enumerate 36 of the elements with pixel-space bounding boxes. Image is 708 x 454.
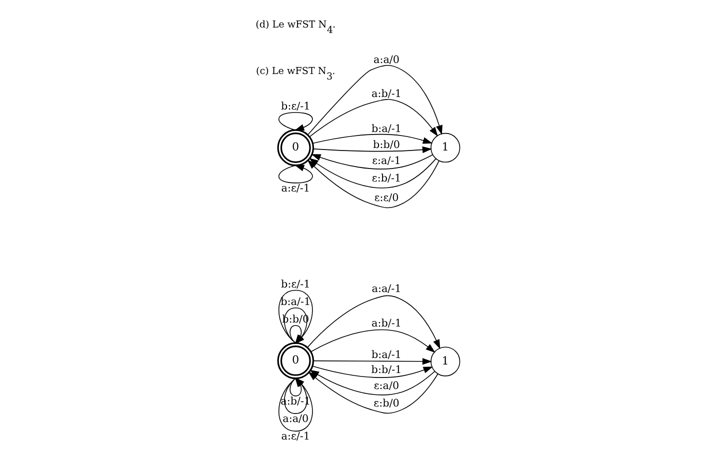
arrow	[278, 112, 312, 131]
arrow	[306, 295, 440, 350]
edge-label: ε:b/-1	[371, 172, 401, 185]
arrow	[310, 154, 432, 170]
edge-label: b:ε/-1	[280, 100, 310, 113]
edge-label: ε:b/0	[373, 398, 399, 410]
arrow	[278, 164, 312, 184]
arrow	[307, 64, 442, 135]
arrow	[312, 146, 432, 154]
edge-label: b:a/-1	[371, 348, 402, 361]
edge-label: a:ε/-1	[280, 430, 310, 443]
edge-label: ε:a/0	[373, 380, 399, 392]
node-circle: 0	[276, 129, 314, 166]
edge-label: ε:ε/0	[374, 192, 398, 204]
arrow	[312, 134, 432, 144]
edge-label: a:b/-1	[371, 318, 402, 330]
edge-label: a:a/-1	[371, 283, 401, 296]
edge-label: b:b/0	[372, 139, 400, 152]
arrow	[312, 366, 432, 378]
node-circle: 1	[430, 132, 460, 163]
edge-label: b:ε/-1	[280, 278, 310, 290]
arrow	[306, 160, 439, 208]
edge-label: a:a/0	[373, 54, 400, 66]
edge-label: b:a/-1	[280, 296, 310, 308]
arrow	[310, 329, 435, 353]
edge-label: ε:a/-1	[372, 155, 400, 168]
arrow	[308, 372, 438, 414]
edge-label: b:b/-1	[370, 364, 402, 376]
arrow	[308, 99, 438, 138]
node-circle: 1	[430, 346, 460, 376]
edge-label: a:ε/-1	[280, 182, 310, 194]
arrow	[312, 358, 432, 365]
edge-label: b:a/-1	[371, 123, 402, 136]
edge-label: a:a/0	[282, 412, 308, 425]
edge-label: a:b/-1	[371, 88, 402, 100]
node-circle: 0	[276, 342, 314, 380]
